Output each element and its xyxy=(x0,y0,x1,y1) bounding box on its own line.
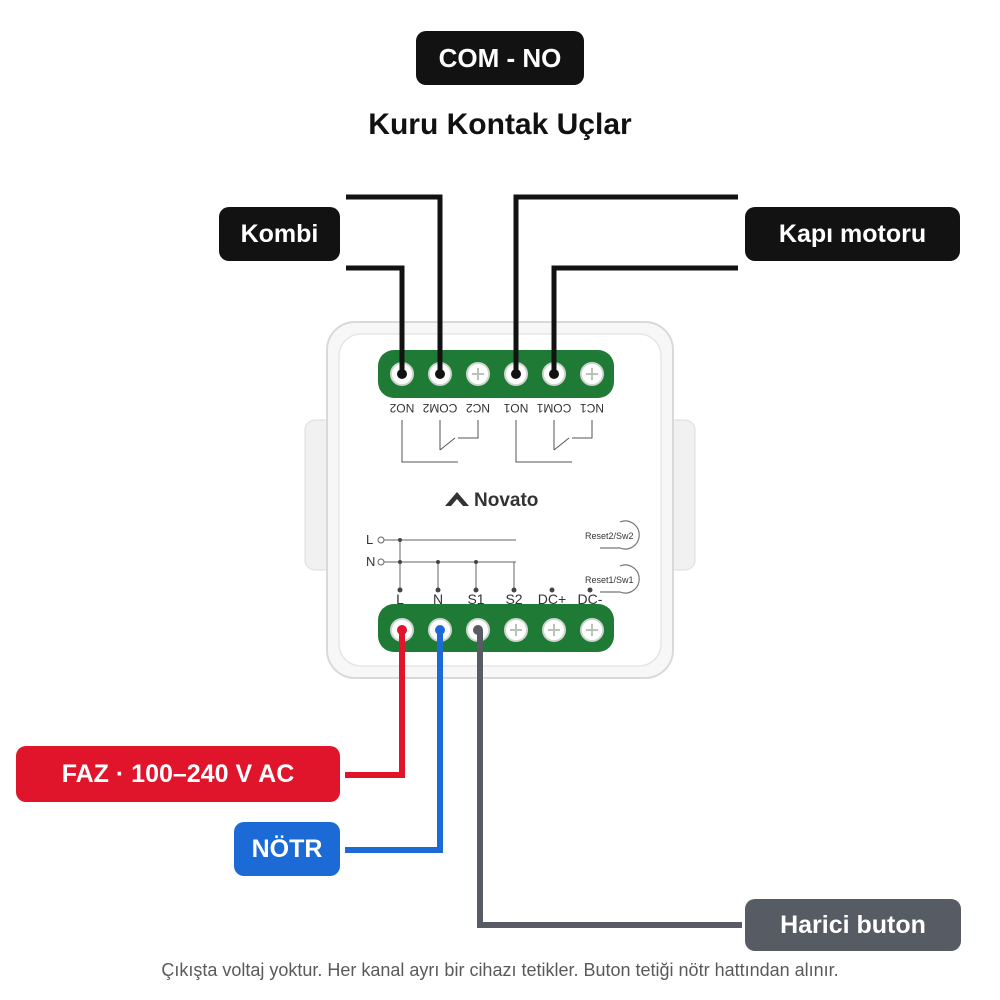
kapi-wire-no1 xyxy=(513,194,738,374)
bottom-terminal-label: S1 xyxy=(467,591,484,607)
reset1-button[interactable] xyxy=(600,564,640,594)
kapi-wire-com1 xyxy=(551,265,738,374)
harici-buton-label: Harici buton xyxy=(745,899,961,951)
top-terminal-label: COM1 xyxy=(536,401,571,415)
device-face xyxy=(338,333,662,667)
kombi-label: Kombi xyxy=(219,207,340,261)
phase-wire xyxy=(345,630,405,778)
notr-label: NÖTR xyxy=(234,822,340,876)
footer-note: Çıkışta voltaj yoktur. Her kanal ayrı bi… xyxy=(161,960,839,980)
power-schematic xyxy=(377,536,516,590)
kapi-motoru-label: Kapı motoru xyxy=(745,207,960,261)
top-terminal-label: COM2 xyxy=(422,401,457,415)
kombi-wire-com2 xyxy=(346,194,443,374)
faz-label: FAZ · 100–240 V AC xyxy=(16,746,340,802)
screw-slot-icon xyxy=(548,624,560,636)
button-wire xyxy=(477,630,742,928)
screw-slot-icon xyxy=(586,368,598,380)
mode-badge: COM - NO xyxy=(416,31,584,85)
brand-name: Novato xyxy=(474,490,538,511)
brand-logo xyxy=(445,492,469,506)
screw-slot-icon xyxy=(586,624,598,636)
bottom-terminal-screws xyxy=(390,618,604,642)
neutral-wire xyxy=(345,630,443,853)
top-terminal-label: NO2 xyxy=(389,401,414,415)
top-terminal-label: NO1 xyxy=(503,401,528,415)
novato-logo-icon xyxy=(445,492,469,506)
kombi-wire-no2 xyxy=(346,265,405,374)
bottom-terminal-label: S2 xyxy=(505,591,522,607)
screw-slot-icon xyxy=(510,624,522,636)
diagram-title: Kuru Kontak Uçlar xyxy=(368,108,632,141)
schematic-label-l: L xyxy=(366,532,373,547)
schematic-label-n: N xyxy=(366,554,375,569)
bottom-terminal-label: DC+ xyxy=(538,591,566,607)
relay-schematic xyxy=(401,420,593,463)
screw-slot-icon xyxy=(472,368,484,380)
bottom-terminal-label: L xyxy=(396,591,404,607)
reset1-label: Reset1/Sw1 xyxy=(585,575,634,585)
top-terminal-label: NC1 xyxy=(580,401,604,415)
reset2-label: Reset2/Sw2 xyxy=(585,531,634,541)
top-terminal-label: NC2 xyxy=(466,401,490,415)
bottom-terminal-label: N xyxy=(433,591,443,607)
reset2-button[interactable] xyxy=(600,520,640,550)
bottom-terminal-label: DC- xyxy=(578,591,603,607)
